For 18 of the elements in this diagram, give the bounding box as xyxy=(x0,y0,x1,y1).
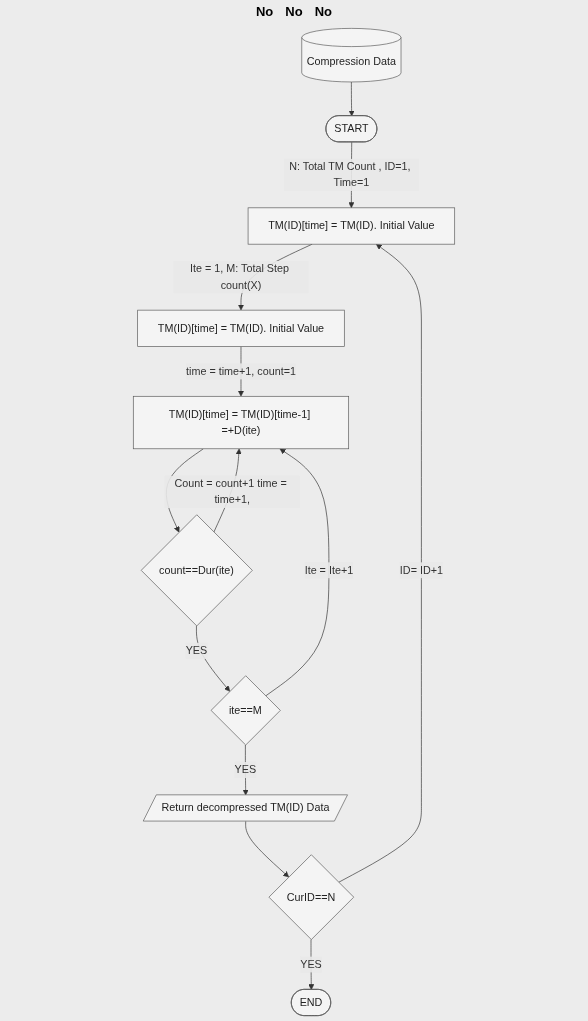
node-box: TM(ID)[time] = TM(ID)[time-1] =+D(ite) xyxy=(132,395,349,450)
branch-label: No xyxy=(314,4,332,19)
edge-label: ID= ID+1 xyxy=(399,564,443,576)
edge-label: N: Total TM Count , ID=1, Time=1 xyxy=(289,160,411,189)
branch-label: No xyxy=(285,4,303,19)
branch-label: No xyxy=(256,4,274,19)
node-diamond: ite==M xyxy=(210,675,281,746)
node-diamond: CurID==N xyxy=(268,854,355,940)
node-box: TM(ID)[time] = TM(ID). Initial Value xyxy=(247,207,456,245)
edge-label: Ite = 1, M: Total Step count(X) xyxy=(190,263,289,291)
edge-label: time = time+1, count=1 xyxy=(186,365,296,377)
edge-label: Ite = Ite+1 xyxy=(304,564,354,576)
edge-label: YES xyxy=(300,958,322,970)
edge-label: YES xyxy=(185,644,208,657)
edge-label: YES xyxy=(234,763,257,776)
edge-label: Count = count+1 time = time+1, xyxy=(174,477,287,506)
node-diamond: count==Dur(ite) xyxy=(140,514,253,627)
node-box: TM(ID)[time] = TM(ID). Initial Value xyxy=(137,309,345,347)
